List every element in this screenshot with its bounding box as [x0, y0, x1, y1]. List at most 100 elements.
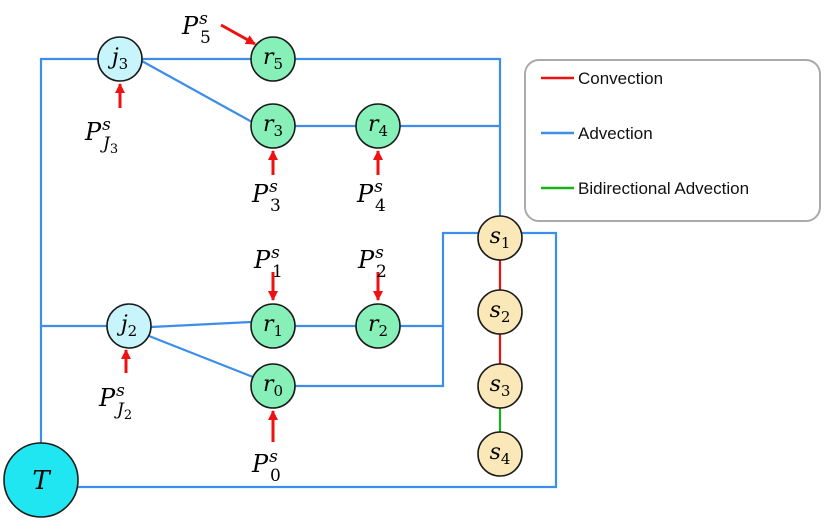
node-label-sub-s4: 4: [501, 450, 511, 468]
edge-advection-j2-r0: [148, 334, 254, 379]
node-label-sub-r3: 3: [273, 122, 283, 140]
input-label-sup-P0: s: [269, 447, 278, 467]
edge-advection-r0-s1: [295, 231, 478, 388]
legend-label-convection: Convection: [578, 69, 663, 88]
node-label-base-r4: r: [368, 112, 380, 137]
node-label-sub-r0: 0: [273, 382, 283, 400]
node-label-sub-r5: 5: [273, 55, 283, 73]
node-label-r2: r2: [368, 312, 388, 340]
input-label-base-PJ2: P: [98, 384, 116, 412]
node-label-sub-s3: 3: [501, 382, 511, 400]
input-label-base-P0: P: [251, 450, 269, 478]
node-label-sub-r1: 1: [273, 322, 283, 340]
input-label-sup-P2: s: [375, 243, 384, 263]
input-arrow-P5: [220, 23, 256, 46]
node-label-base-T: T: [32, 466, 51, 496]
node-circle-r4: [355, 103, 401, 149]
input-label-base-P4: P: [356, 180, 374, 208]
node-circle-r1: [250, 303, 296, 349]
legend-label-bidirectional: Bidirectional Advection: [578, 179, 749, 198]
node-circle-s4: [477, 431, 523, 477]
input-label-sub-PJ2: J: [114, 400, 125, 420]
input-label-sup-PJ3: s: [102, 115, 111, 135]
node-label-r0: r0: [263, 372, 283, 400]
input-label-sub-P0: 0: [270, 466, 281, 486]
input-label-sub-P4: 4: [375, 196, 386, 216]
edge-advection-j2-r1: [150, 320, 252, 329]
node-r0: r0: [250, 363, 296, 409]
input-label-sub-P3: 3: [270, 196, 281, 216]
node-T: T: [3, 442, 79, 518]
node-label-s3: s3: [490, 372, 511, 400]
node-label-base-r2: r: [368, 312, 380, 337]
input-label-sub-P2: 2: [376, 262, 387, 282]
input-label-sup-P1: s: [271, 243, 280, 263]
node-label-r1: r1: [263, 312, 283, 340]
node-label-sub-j3: 3: [119, 55, 129, 73]
node-label-r4: r4: [368, 112, 388, 140]
node-label-base-r3: r: [263, 112, 275, 137]
node-label-base-s2: s: [490, 298, 501, 323]
input-label-sup-P5: s: [199, 9, 208, 29]
input-label-sup-P4: s: [374, 177, 383, 197]
node-r3: r3: [250, 103, 296, 149]
node-r5: r5: [250, 36, 296, 82]
node-label-T: T: [32, 466, 51, 496]
node-label-base-r1: r: [263, 312, 275, 337]
input-label-base-P3: P: [251, 180, 269, 208]
node-circle-j2: [106, 303, 152, 349]
node-label-base-r0: r: [263, 372, 275, 397]
input-label-sub-PJ3: J: [100, 134, 111, 154]
input-arrows-layer: [115, 23, 383, 442]
node-label-base-s1: s: [490, 224, 501, 249]
input-label-base-P1: P: [253, 246, 271, 274]
node-label-s4: s4: [490, 440, 511, 468]
node-label-sub-j2: 2: [128, 322, 138, 340]
node-circle-r3: [250, 103, 296, 149]
node-circle-j3: [97, 36, 143, 82]
node-r2: r2: [355, 303, 401, 349]
input-label-subsub-PJ2: 2: [124, 408, 132, 423]
legend-box: [524, 59, 821, 222]
node-label-sub-s2: 2: [501, 308, 511, 326]
input-label-sub-P1: 1: [272, 262, 283, 282]
node-circle-r2: [355, 303, 401, 349]
edge-advection-j3-r3: [139, 59, 253, 123]
node-j3: j3: [97, 36, 143, 82]
node-label-s2: s2: [490, 298, 511, 326]
input-label-base-P5: P: [181, 12, 199, 40]
node-r4: r4: [355, 103, 401, 149]
node-s3: s3: [477, 363, 523, 409]
input-label-base-PJ3: P: [84, 118, 102, 146]
node-j2: j2: [106, 303, 152, 349]
node-s2: s2: [477, 289, 523, 335]
input-label-subsub-PJ3: 3: [110, 142, 118, 157]
input-label-sup-PJ2: s: [116, 381, 125, 401]
input-label-sup-P3: s: [269, 177, 278, 197]
node-circle-T: [3, 442, 79, 518]
node-circle-s1: [477, 215, 523, 261]
legend: Convection Advection Bidirectional Advec…: [524, 59, 821, 222]
legend-label-advection: Advection: [578, 124, 653, 143]
node-label-r5: r5: [263, 45, 283, 73]
node-s1: s1: [477, 215, 523, 261]
input-label-sub-P5: 5: [200, 28, 211, 48]
node-circle-r0: [250, 363, 296, 409]
node-label-sub-r2: 2: [378, 322, 388, 340]
edge-advection-r5-s1: [295, 57, 502, 216]
edge-advection-T-j3: [39, 57, 98, 443]
node-circle-r5: [250, 36, 296, 82]
input-label-base-P2: P: [357, 246, 375, 274]
node-label-sub-s1: 1: [501, 234, 511, 252]
